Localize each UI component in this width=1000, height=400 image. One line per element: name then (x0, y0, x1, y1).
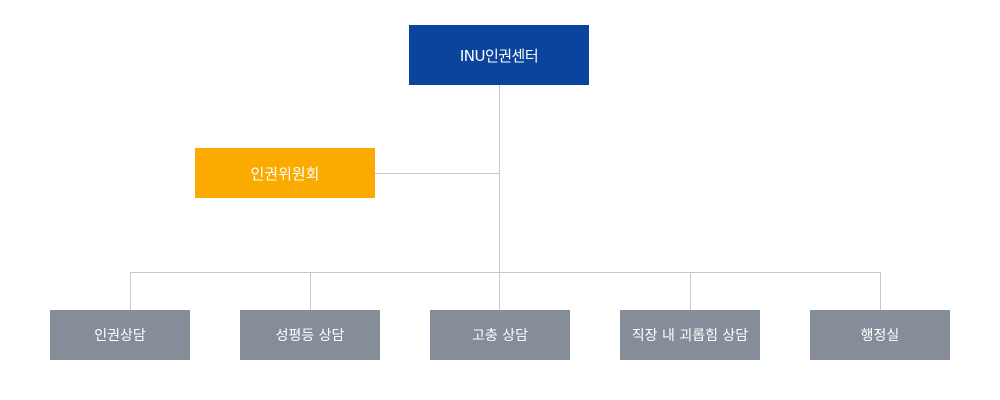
root-node-label: INU인권센터 (459, 46, 539, 65)
node-department: 행정실 (810, 310, 950, 360)
node-department: 인권상담 (50, 310, 190, 360)
node-human-rights-committee: 인권위원회 (195, 148, 375, 198)
department-label: 고충 상담 (472, 328, 528, 344)
department-label: 직장 내 괴롭힘 상담 (631, 328, 749, 344)
node-department: 직장 내 괴롭힘 상담 (620, 310, 760, 360)
root-node-inu-human-rights-center: INU인권센터 (409, 25, 589, 85)
department-label: 행정실 (860, 328, 900, 344)
department-label: 인권상담 (94, 328, 146, 344)
committee-node-label: 인권위원회 (250, 164, 320, 183)
department-label: 성평등 상담 (275, 328, 345, 344)
node-department: 고충 상담 (430, 310, 570, 360)
node-department: 성평등 상담 (240, 310, 380, 360)
